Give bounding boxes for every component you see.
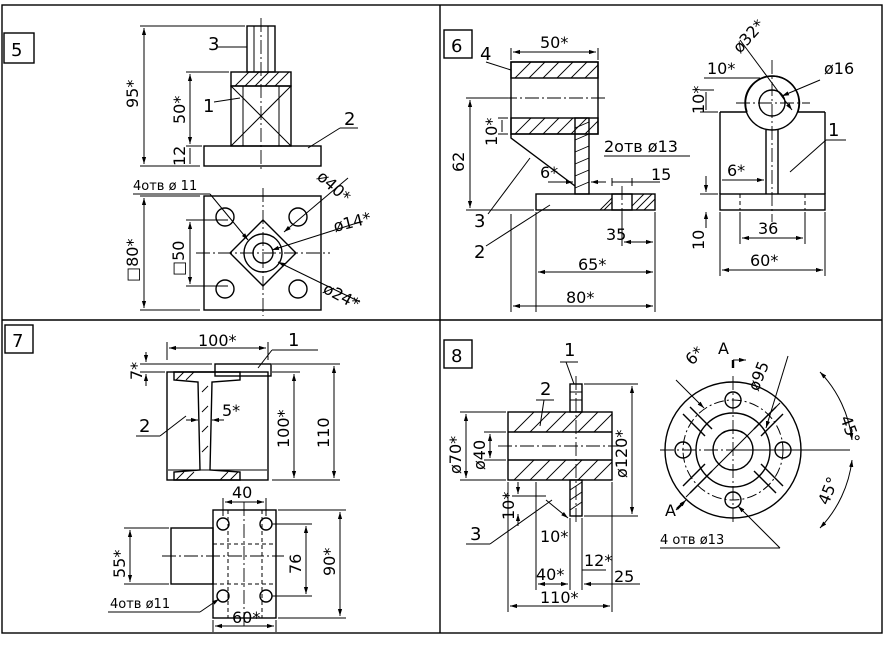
dim-62: 62 [449,152,468,172]
sheet-frame [1,4,883,634]
dim-5: 5* [222,401,240,420]
panel-6: 6 [443,16,854,312]
leader-1: 1 [564,340,575,361]
dim-110: 110* [540,588,579,607]
dim-7: 7* [127,362,146,380]
leader-3: 3 [474,211,485,232]
dim-80: 80* [566,288,594,307]
dim-d40: ø40 [470,440,489,470]
panel-number: 7 [12,331,23,352]
dim-60: 60* [232,608,260,627]
leader-2: 2 [540,379,551,400]
flange-view [660,376,850,524]
dim-40: 40 [232,483,252,502]
dim-50: 50* [170,96,189,124]
panel-8: 8 1 2 [443,339,864,612]
dim-sq50: □50 [169,241,188,276]
dim-d120: ø120* [612,430,631,478]
section-mark-bottom: A [665,501,676,520]
leader-4: 4 [480,44,491,65]
dim-d95: ø95 [744,358,773,393]
angle-45-bottom: 45° [814,474,842,507]
dim-10-base: 10 [689,230,708,250]
panel-5: 5 3 1 2 [3,18,373,316]
dim-40: 40* [536,565,564,584]
dim-25: 25 [614,567,634,586]
panel-number-box [4,324,34,354]
leader-2: 2 [344,109,355,130]
dim-50: 50* [540,33,568,52]
panel-number: 8 [451,346,462,367]
dim-10-top: 10* [707,59,735,78]
dim-15: 15 [651,165,671,184]
holes-label: 4отв ø 11 [133,179,197,194]
dim-110: 110 [314,417,333,448]
dim-65: 65* [578,255,606,274]
panel-7: 7 100* 1 7* 2 [4,324,346,632]
panel-number: 5 [11,40,22,61]
dim-95: 95* [123,80,142,108]
side-view [719,60,826,222]
leader-2: 2 [139,416,150,437]
front-view [503,61,656,216]
dim-12: 12* [584,551,612,570]
dim-sq80: □80* [123,239,142,282]
dim-100-side: 100* [274,409,293,448]
dim-6: 6* [540,163,558,182]
dim-90: 90* [320,548,339,576]
front-view [203,18,322,172]
leader-3: 3 [470,524,481,545]
dim-35: 35 [606,225,626,244]
dim-76: 76 [286,554,305,574]
front-view [166,363,272,481]
leader-1: 1 [828,120,839,141]
dim-10-side: 10* [689,86,708,114]
angle-45-top: 45° [836,413,864,446]
leader-3: 3 [208,34,219,55]
dim-10-bottom: 10* [540,527,568,546]
top-view [196,188,330,316]
holes-label: 2отв ø13 [604,137,678,156]
leader-2: 2 [474,242,485,263]
dim-d40: ø40* [313,167,354,207]
dim-55: 55* [110,550,129,578]
dim-60: 60* [750,251,778,270]
dim-d14: ø14* [331,208,373,236]
panel-number-box [3,32,35,64]
panel-number-box [443,29,473,59]
panel-number-box [443,339,473,369]
section-view [498,376,622,524]
dim-100-top: 100* [198,331,237,350]
section-mark-top: A [718,339,729,358]
dim-d16: ø16 [824,59,854,78]
holes-label: 4 отв ø13 [660,533,724,548]
panel-number: 6 [451,36,462,57]
dim-12: 12 [170,146,189,166]
dim-d24: ø24* [320,279,363,314]
top-view [162,502,284,626]
dim-36: 36 [758,219,778,238]
dim-10-left: 10* [482,118,501,146]
dim-6: 6* [681,343,707,369]
leader-1: 1 [288,330,299,351]
dim-d32: ø32* [729,16,769,57]
dim-d70: ø70* [446,436,465,474]
leader-1: 1 [203,96,214,117]
dim-6-side: 6* [727,161,745,180]
holes-label: 4отв ø11 [110,597,170,612]
